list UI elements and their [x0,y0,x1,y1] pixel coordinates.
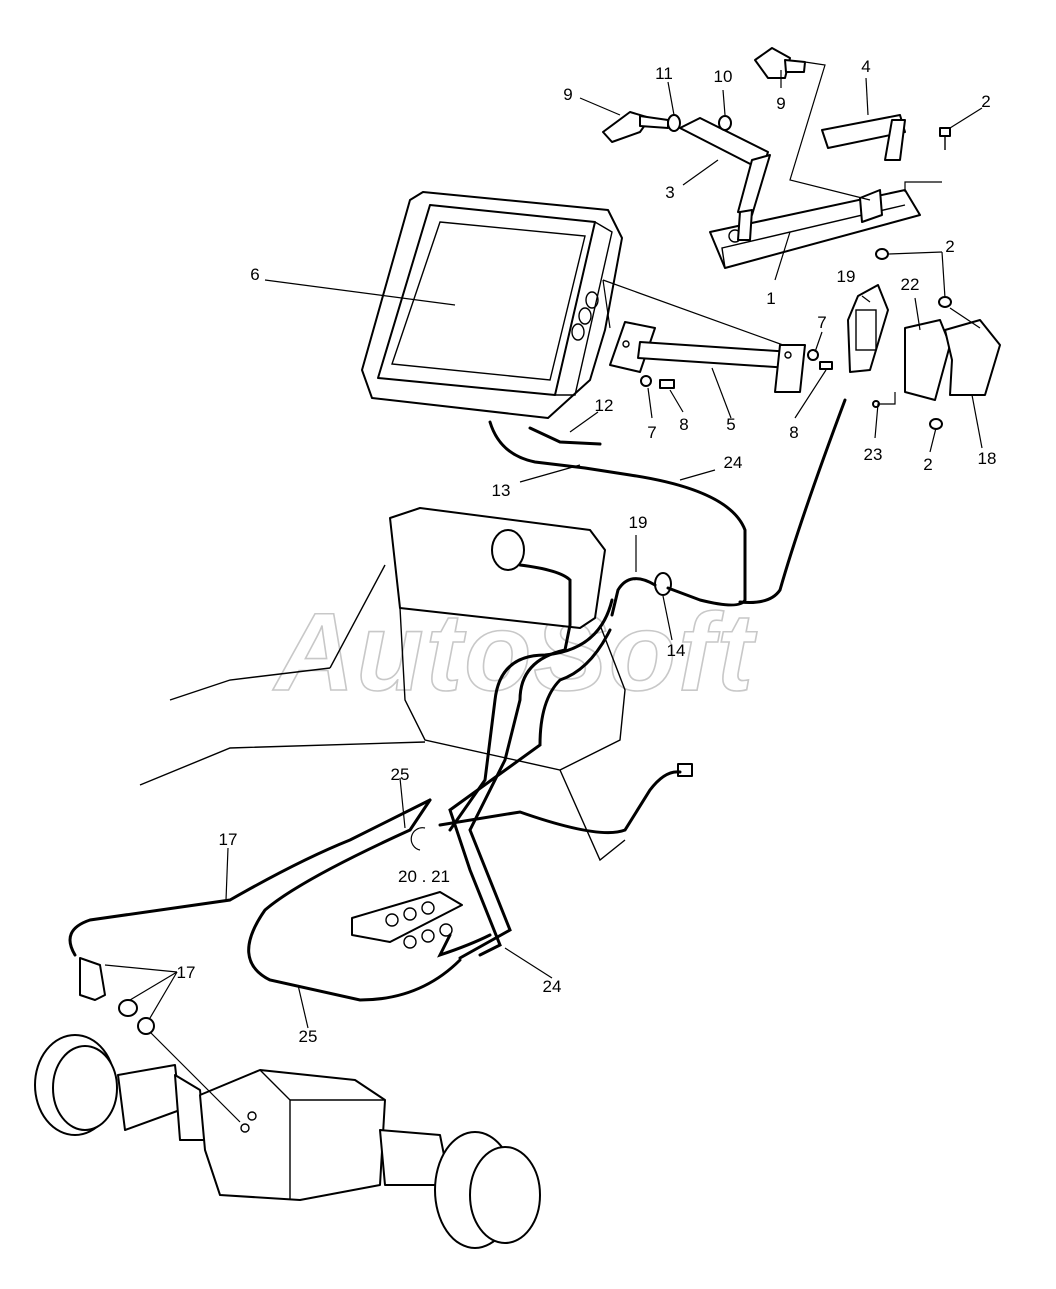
part-7-washer-right [807,349,819,361]
part-10-nut [718,115,732,131]
callout-3: 3 [665,183,674,202]
cables [68,398,847,1002]
callout-8-right: 8 [789,423,798,442]
callout-13: 13 [492,481,511,500]
part-22-bracket [904,319,951,401]
part-19-control-unit [847,284,889,373]
part-14-grommet [654,572,672,596]
callout-25-top: 25 [391,765,410,784]
part-6-monitor [361,191,623,419]
part-2-screw-right [938,296,952,308]
part-2-screw-mid [875,248,889,260]
callout-14: 14 [667,641,686,660]
part-8-bolt-right [819,361,833,370]
callout-11: 11 [655,64,673,83]
part-1-bracket [709,189,921,269]
callout-22: 22 [901,275,920,294]
callout-1: 1 [766,289,775,308]
callout-24-top: 24 [724,453,743,472]
callout-18: 18 [978,449,997,468]
callout-7-left: 7 [647,423,656,442]
part-3-lever [679,117,771,241]
callout-25-bottom: 25 [299,1027,318,1046]
part-2-screw-top [939,127,951,150]
callout-9-left: 9 [563,85,572,104]
part-9-handle-left [602,111,669,143]
connector-block [351,891,463,949]
part-8-bolt-left [659,379,675,389]
plug-connector [677,763,693,777]
callout-7-right: 7 [817,313,826,332]
part-9-handle-right [754,47,806,79]
callout-9-right: 9 [776,94,785,113]
callout-4: 4 [861,57,870,76]
callout-17-bottom: 17 [177,963,196,982]
part-7-washer-left [640,375,652,387]
callouts: 9 11 10 9 4 2 3 6 1 2 19 22 7 7 8 5 8 23… [177,57,997,1046]
callout-6: 6 [250,265,259,284]
callout-19-top: 19 [837,267,856,286]
callout-12: 12 [595,396,614,415]
part-5-monitor-arm [609,321,806,393]
part-17-sensor [79,957,155,1035]
callout-23: 23 [864,445,883,464]
callout-17-top: 17 [219,830,238,849]
part-11-washer [667,114,681,132]
leader-lines [104,61,983,1123]
callout-2-mid: 2 [945,237,954,256]
callout-24-bottom: 24 [543,977,562,996]
callout-19-mid: 19 [629,513,648,532]
part-18-bracket [944,319,1001,396]
callout-2-top: 2 [981,92,990,111]
part-4-lever [821,114,906,161]
callout-8-left: 8 [679,415,688,434]
callout-10: 10 [714,67,733,86]
console-housing [139,507,626,862]
callout-20-21: 20 . 21 [398,867,450,886]
callout-2-bottom: 2 [923,455,932,474]
axle-assembly [34,1034,541,1249]
part-2-screw-bottom [929,418,943,430]
callout-5: 5 [726,415,735,434]
